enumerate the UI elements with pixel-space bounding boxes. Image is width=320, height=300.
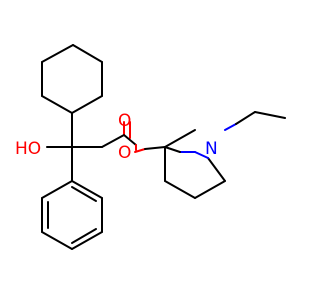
bond [164, 146, 181, 153]
bond [71, 228, 97, 244]
piperidine-ring [164, 146, 226, 199]
ester-oxygen-label: O [118, 143, 131, 163]
structure-diagram: HO O O N [15, 44, 286, 250]
bond [41, 180, 73, 199]
bond [71, 180, 103, 199]
bond [101, 134, 125, 148]
carbonyl-oxygen-label: O [118, 111, 131, 131]
phenyl-ring [41, 146, 103, 250]
nitrogen-label: N [205, 139, 218, 159]
bond [144, 146, 166, 150]
bond [194, 180, 226, 199]
bond [71, 95, 103, 114]
bond [71, 186, 97, 202]
hydroxyl-label: HO [15, 139, 41, 159]
bond [254, 111, 286, 119]
bond [72, 44, 103, 63]
bond [164, 180, 196, 199]
cyclohexyl-ring [41, 44, 103, 114]
bond [41, 44, 74, 63]
bond [71, 231, 103, 250]
bond [164, 129, 196, 148]
bond [41, 231, 73, 250]
piperidine-ring-main [164, 129, 196, 148]
bond [235, 111, 256, 125]
bond [224, 123, 237, 131]
bond [207, 157, 226, 182]
bond [41, 95, 73, 114]
bond [194, 151, 209, 159]
bond [123, 134, 137, 146]
bond [134, 148, 146, 153]
